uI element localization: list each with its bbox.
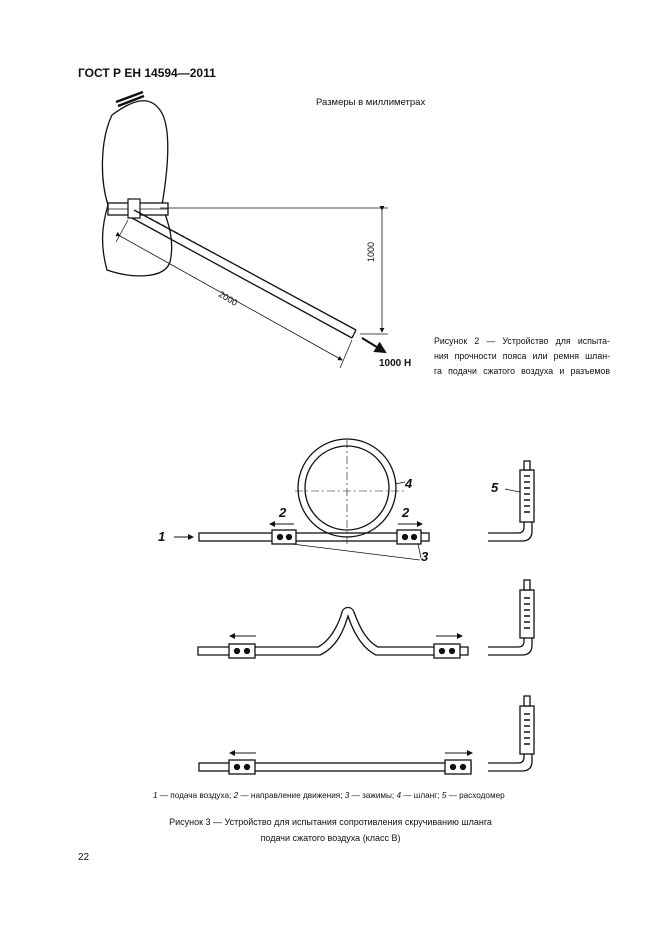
units-note: Размеры в миллиметрах	[316, 97, 426, 108]
clamp-left	[271, 529, 297, 545]
legend-text: — направление движения;	[238, 791, 345, 800]
callout-hose: 4	[405, 476, 413, 491]
clamp-left	[228, 759, 256, 775]
legend-num: 1	[153, 791, 158, 800]
standard-header: ГОСТ Р ЕН 14594—2011	[78, 66, 216, 80]
callout-direction-right: 2	[402, 505, 410, 520]
legend-text: — подача воздуха;	[157, 791, 234, 800]
figure2-caption-line: га подачи сжатого воздуха и разъемов	[434, 366, 610, 376]
figure3-caption-line: подачи сжатого воздуха (класс В)	[260, 833, 401, 843]
force-label: 1000 Н	[379, 358, 412, 369]
figure3-caption-line: Рисунок 3 — Устройство для испытания соп…	[169, 817, 492, 827]
callout-clamps: 3	[421, 549, 429, 564]
legend-num: 2	[233, 791, 239, 800]
clamp-right	[396, 529, 422, 545]
figure3-middle	[197, 579, 535, 659]
figure3-top	[174, 438, 535, 561]
legend-text: — расходомер	[446, 791, 505, 800]
callout-flowmeter: 5	[491, 480, 499, 495]
hose-straight	[198, 532, 430, 542]
figure2-caption-line: Рисунок 2 — Устройство для испыта-	[434, 336, 610, 346]
legend-num: 3	[344, 791, 350, 800]
weight-bag	[101, 100, 173, 277]
flowmeter	[519, 469, 535, 523]
clamp-right	[444, 759, 472, 775]
figure2-drawing	[101, 90, 388, 369]
callout-direction-left: 2	[279, 505, 287, 520]
legend-num: 5	[441, 791, 447, 800]
clamp-right	[433, 643, 461, 659]
figure3-legend: 1 — подача воздуха; 2 — направление движ…	[153, 791, 505, 800]
legend-text: — зажимы;	[349, 791, 397, 800]
flowmeter-pipe	[488, 470, 533, 542]
figure2-caption-line: ния прочности пояса или ремня шлан-	[434, 351, 610, 361]
legend-text: — шланг;	[401, 791, 442, 800]
hose-lower	[131, 217, 353, 339]
page-number: 22	[78, 852, 90, 863]
callout-supply: 1	[158, 529, 166, 544]
figure3-bottom	[198, 695, 535, 775]
legend-num: 4	[396, 791, 402, 800]
clamp-left	[228, 643, 256, 659]
dimension-vertical: 1000	[366, 241, 376, 262]
